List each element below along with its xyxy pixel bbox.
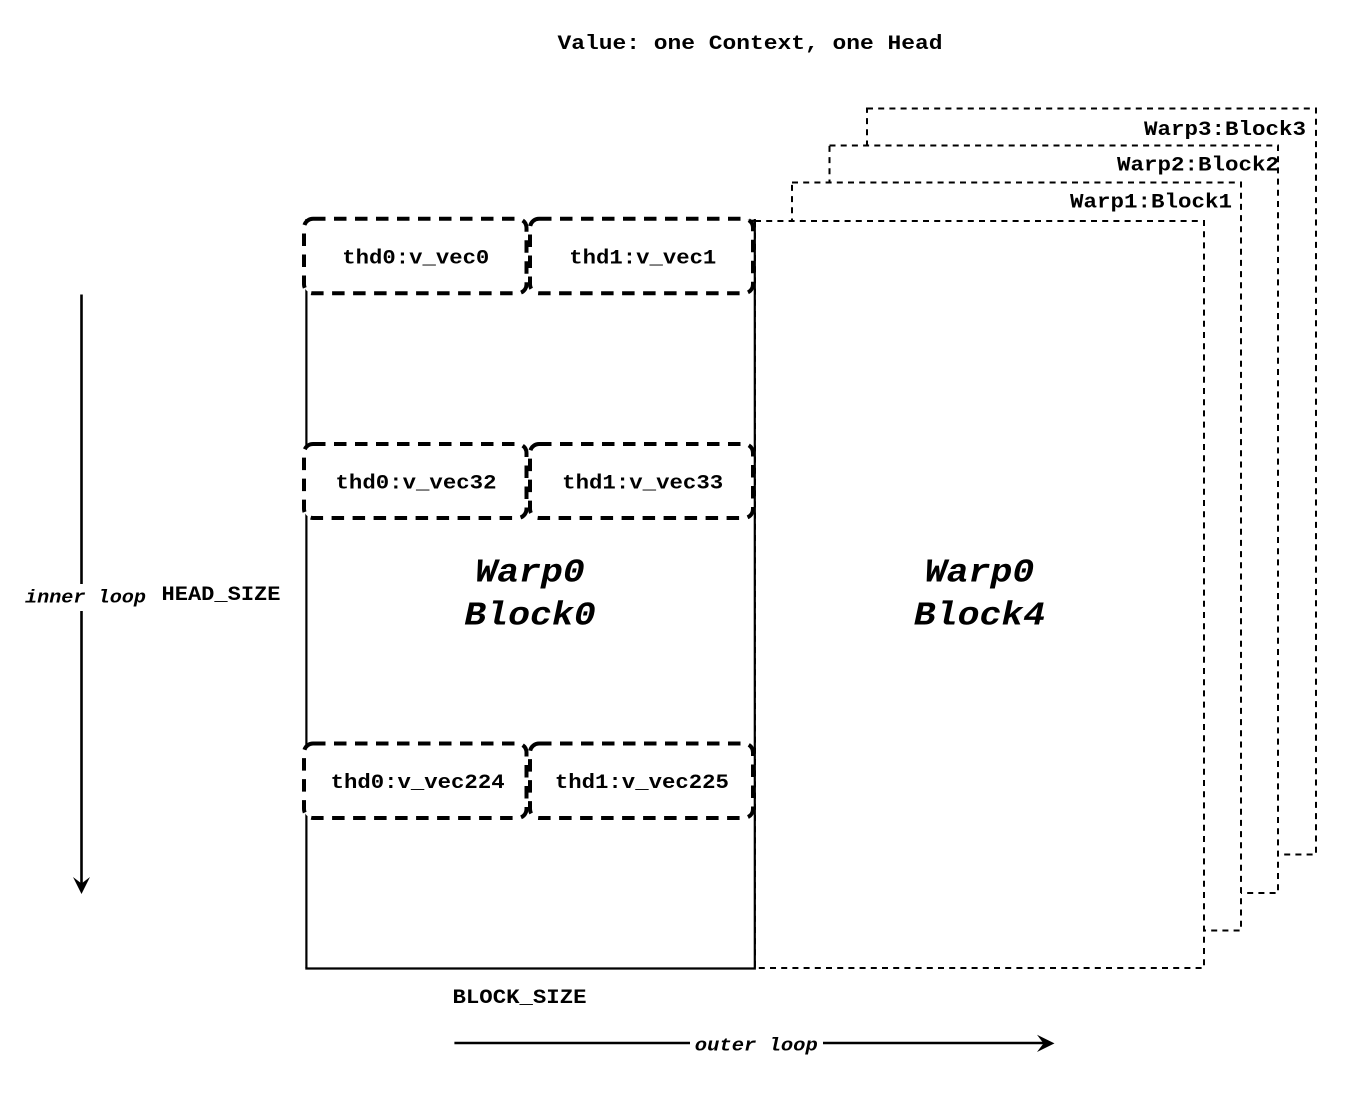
svg-text:thd1:v_vec1: thd1:v_vec1 <box>569 248 716 271</box>
svg-text:thd1:v_vec33: thd1:v_vec33 <box>562 473 723 496</box>
svg-text:Warp2:Block2: Warp2:Block2 <box>1117 155 1279 178</box>
svg-text:thd0:v_vec0: thd0:v_vec0 <box>342 248 489 271</box>
svg-text:BLOCK_SIZE: BLOCK_SIZE <box>453 987 587 1010</box>
svg-text:inner loop: inner loop <box>25 589 146 609</box>
svg-text:thd0:v_vec32: thd0:v_vec32 <box>336 473 497 496</box>
svg-text:thd1:v_vec225: thd1:v_vec225 <box>555 772 729 795</box>
svg-text:HEAD_SIZE: HEAD_SIZE <box>162 583 281 606</box>
svg-text:Warp0: Warp0 <box>475 555 585 592</box>
svg-text:outer loop: outer loop <box>695 1035 818 1056</box>
svg-text:Block0: Block0 <box>464 598 596 635</box>
svg-text:Warp3:Block3: Warp3:Block3 <box>1144 119 1306 142</box>
svg-text:Block4: Block4 <box>914 598 1046 635</box>
svg-text:Warp1:Block1: Warp1:Block1 <box>1070 192 1232 215</box>
svg-text:thd0:v_vec224: thd0:v_vec224 <box>331 772 505 795</box>
svg-text:Value: one Context, one Head: Value: one Context, one Head <box>558 33 943 56</box>
svg-text:Warp0: Warp0 <box>925 555 1035 592</box>
